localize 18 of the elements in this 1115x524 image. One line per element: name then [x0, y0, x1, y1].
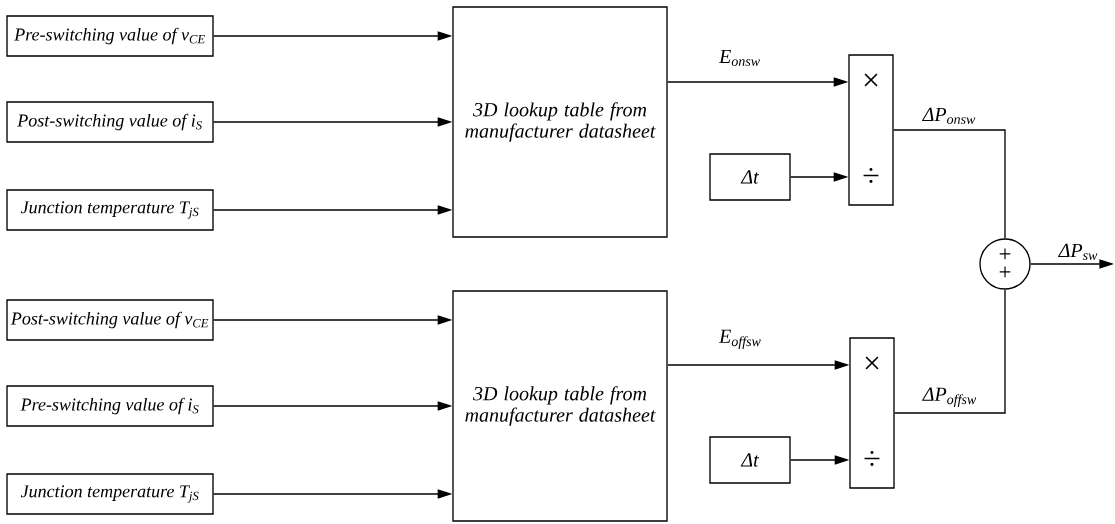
- input-box: Junction temperature T$_{jS}$: [6, 189, 214, 231]
- time-step-box: Δt: [709, 153, 791, 201]
- edge-label: E$_{onsw}$: [718, 49, 760, 66]
- sum-junction: + +: [979, 238, 1031, 290]
- input-box: Post-switching value of v$_{CE}$: [6, 299, 214, 341]
- lookup-table-box: 3D lookup table from manufacturer datasheet: [452, 290, 668, 522]
- input-box: Post-switching value of i$_{S}$: [6, 101, 214, 143]
- edge-label: ΔP$_{sw}$: [1058, 243, 1098, 260]
- input-box: Junction temperature T$_{jS}$: [6, 473, 214, 515]
- lookup-table-box: 3D lookup table from manufacturer datasheet: [452, 6, 668, 238]
- edge-label: ΔP$_{offsw}$: [922, 387, 977, 407]
- time-step-box: Δt: [709, 436, 791, 484]
- multiply-divide-block: × ÷: [848, 54, 894, 206]
- edge-label: E$_{offsw}$: [718, 329, 761, 349]
- input-box: Pre-switching value of i$_{S}$: [6, 385, 214, 427]
- multiply-divide-block: × ÷: [849, 337, 895, 489]
- input-box: Pre-switching value of v$_{CE}$: [6, 15, 214, 57]
- edge-label: ΔP$_{onsw}$: [921, 107, 976, 124]
